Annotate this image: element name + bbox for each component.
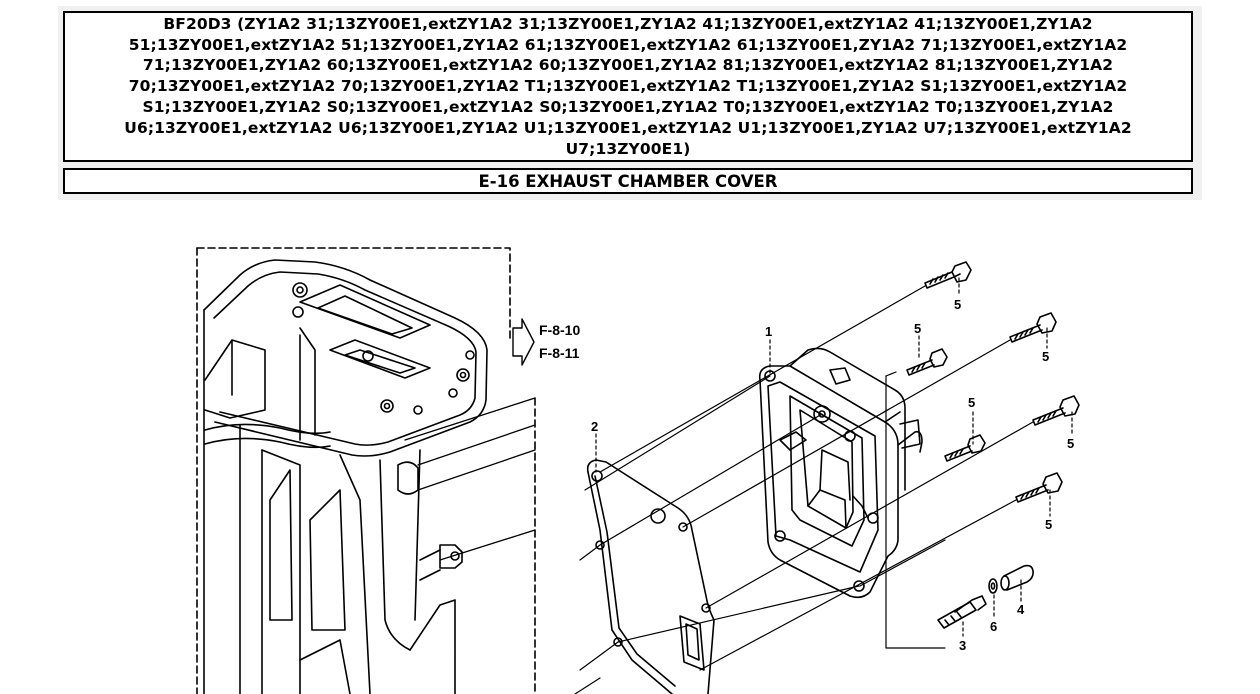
callout-bolt: 5 (1045, 517, 1052, 532)
callout-stud: 3 (959, 638, 966, 653)
gasket-drawing (586, 459, 715, 694)
callout-bolt: 5 (954, 297, 961, 312)
callout-gasket: 2 (591, 419, 598, 434)
section-title: E-16 EXHAUST CHAMBER COVER (478, 171, 778, 191)
model-info-text: BF20D3 (ZY1A2 31;13ZY00E1,extZY1A2 31;13… (124, 14, 1132, 158)
callout-cover: 1 (765, 324, 772, 339)
callout-washer: 6 (990, 619, 997, 634)
model-info-box: BF20D3 (ZY1A2 31;13ZY00E1,extZY1A2 31;13… (63, 11, 1193, 162)
leader-lines (595, 277, 1073, 637)
callout-bolt: 5 (968, 395, 975, 410)
parts-diagram: F-8-10 F-8-11 1 2 5 5 5 5 5 5 4 6 3 (196, 247, 1080, 694)
section-title-box: E-16 EXHAUST CHAMBER COVER (63, 168, 1193, 194)
callout-bolt: 5 (1067, 436, 1074, 451)
callout-bolt: 5 (914, 321, 921, 336)
callout-bolt: 5 (1042, 349, 1049, 364)
reference-f-8-10: F-8-10 (539, 322, 580, 338)
extension-case-drawing (196, 247, 536, 694)
bolts-drawing (906, 261, 1080, 503)
callout-plug: 4 (1017, 602, 1025, 617)
reference-arrow-icon (512, 318, 535, 366)
reference-f-8-11: F-8-11 (539, 345, 580, 361)
small-parts-drawing (937, 564, 1034, 629)
alignment-lines (574, 285, 1034, 694)
